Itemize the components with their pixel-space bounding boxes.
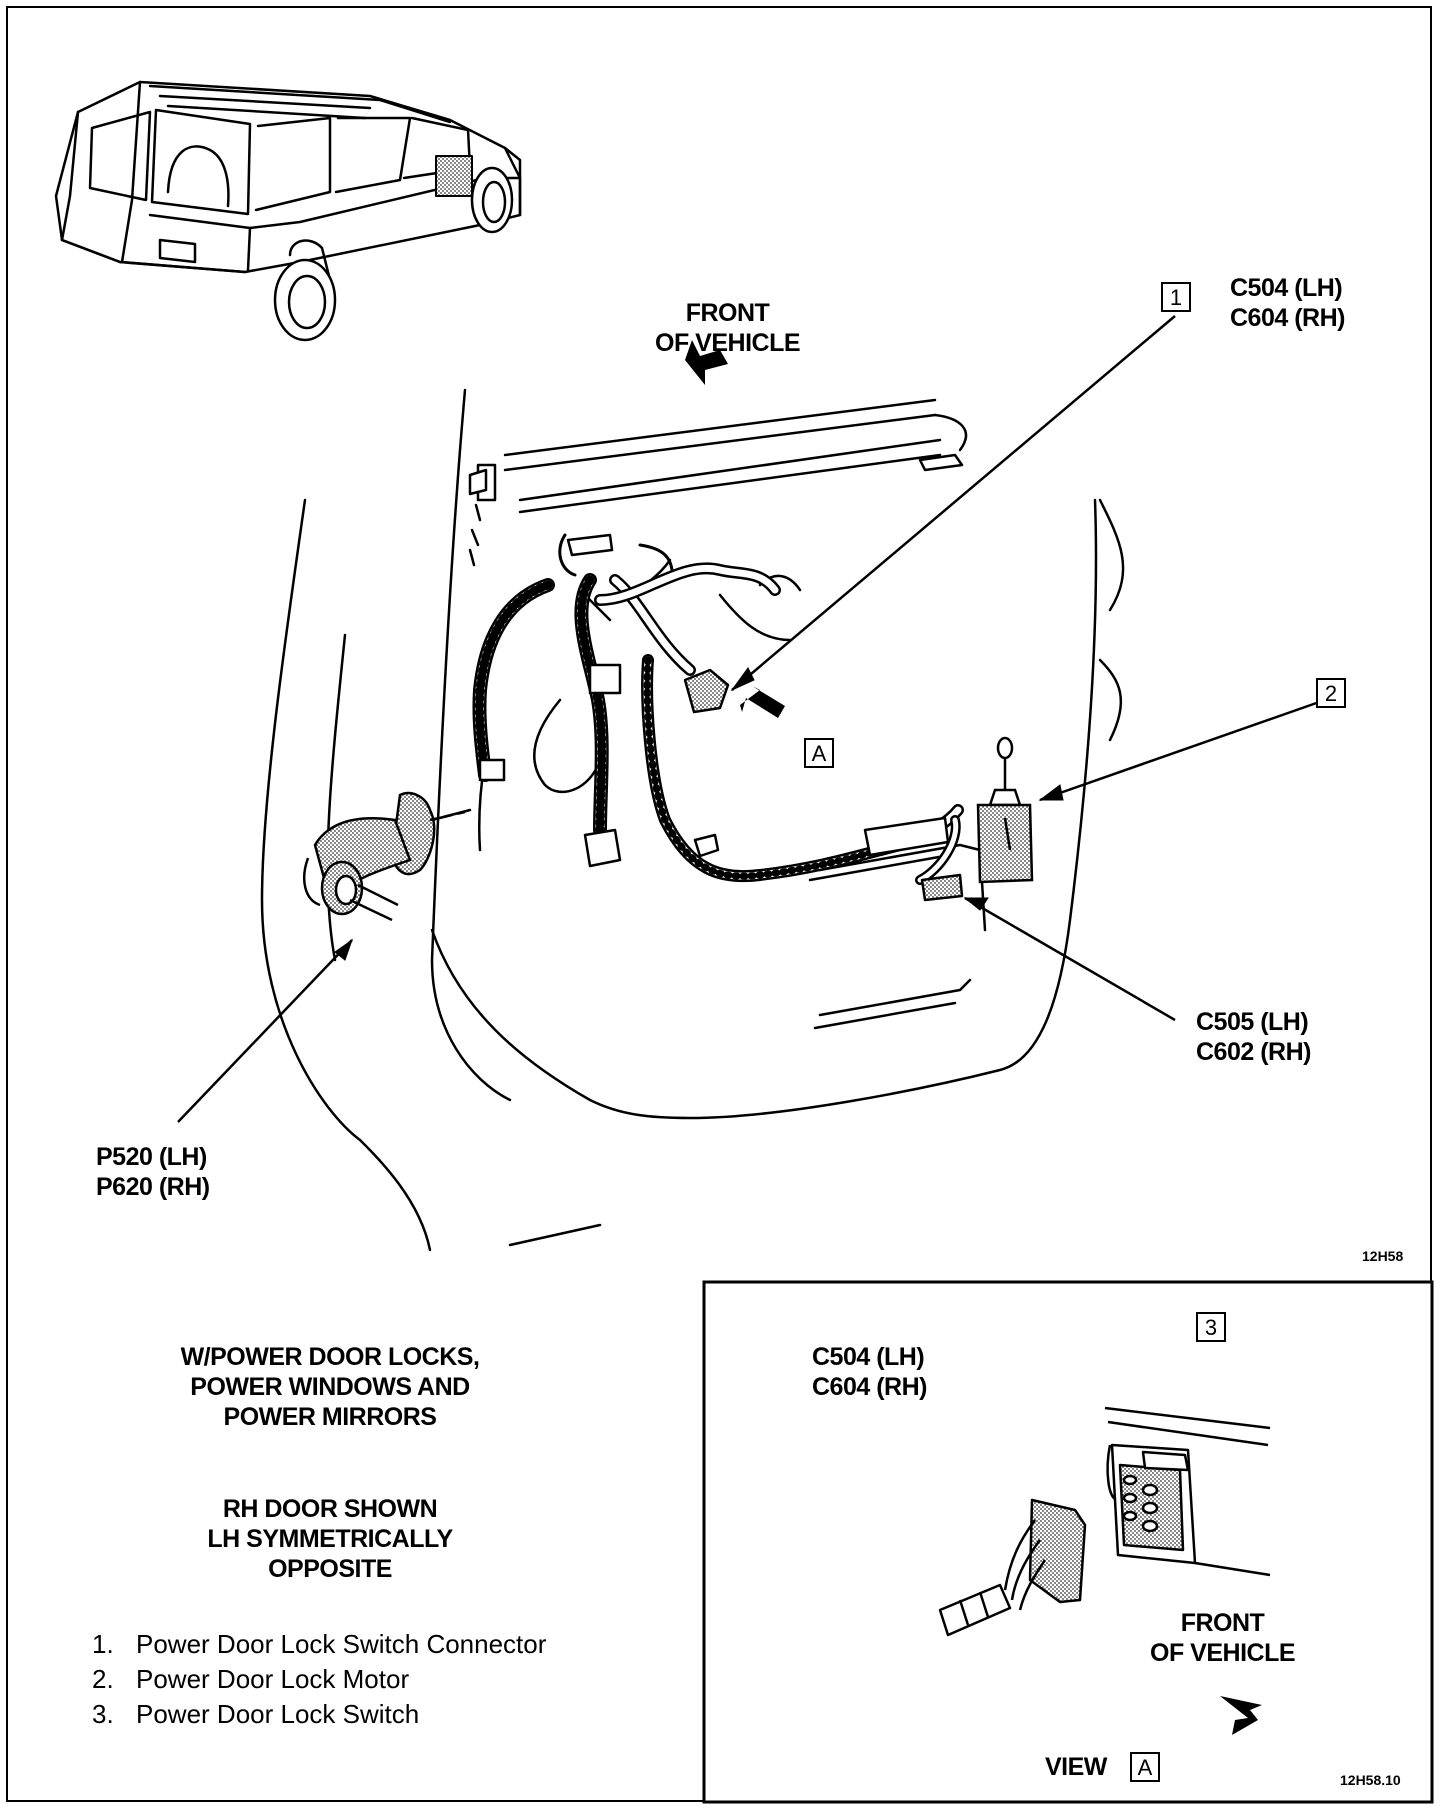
- equipment-line-1: W/POWER DOOR LOCKS,: [180, 1343, 480, 1371]
- lock-motor: [976, 736, 1034, 884]
- door-connectors: [478, 663, 964, 902]
- equipment-line-3: POWER MIRRORS: [223, 1403, 437, 1431]
- callout-1-label: C504 (LH) C604 (RH): [1230, 273, 1345, 333]
- legend-item: 2. Power Door Lock Motor: [92, 1662, 546, 1697]
- legend-num: 2.: [92, 1664, 114, 1694]
- inset-front-arrow-icon: [1220, 1696, 1262, 1735]
- door-outline: [260, 388, 1125, 1252]
- callout-1-line-1: C504 (LH): [1230, 274, 1343, 302]
- legend-text: Power Door Lock Switch: [136, 1699, 420, 1729]
- p520-label: P520 (LH) P620 (RH): [96, 1142, 210, 1202]
- legend-text: Power Door Lock Switch Connector: [136, 1629, 547, 1659]
- view-a-arrow-icon: [740, 686, 785, 718]
- callout-box-1: 1: [1161, 282, 1191, 312]
- inset-connector-illustration: [938, 1498, 1087, 1637]
- door-line-3: OPPOSITE: [268, 1555, 392, 1583]
- inset-switch-illustration: [1104, 1406, 1271, 1577]
- equipment-line-2: POWER WINDOWS AND: [190, 1373, 470, 1401]
- c505-label: C505 (LH) C602 (RH): [1196, 1007, 1311, 1067]
- inset-c504-label: C504 (LH) C604 (RH): [812, 1342, 927, 1402]
- front-of-vehicle-label: FRONT OF VEHICLE: [655, 298, 801, 358]
- inset-c504-line-2: C604 (RH): [812, 1373, 927, 1401]
- front-label-line-1: FRONT: [685, 299, 770, 327]
- inset-front-line-2: OF VEHICLE: [1150, 1639, 1296, 1667]
- legend-text: Power Door Lock Motor: [136, 1664, 410, 1694]
- inset-c504-line-1: C504 (LH): [812, 1343, 925, 1371]
- door-note: RH DOOR SHOWN LH SYMMETRICALLY OPPOSITE: [150, 1494, 510, 1584]
- inset-front-of-vehicle-label: FRONT OF VEHICLE: [1150, 1608, 1296, 1668]
- grommet: [303, 791, 436, 922]
- p520-line-2: P620 (RH): [96, 1173, 210, 1201]
- inset-front-line-1: FRONT: [1180, 1609, 1265, 1637]
- view-a-caption: VIEW: [1045, 1753, 1107, 1781]
- door-line-2: LH SYMMETRICALLY: [207, 1525, 453, 1553]
- callout-1-line-2: C604 (RH): [1230, 304, 1345, 332]
- door-line-1: RH DOOR SHOWN: [222, 1495, 438, 1523]
- equipment-note: W/POWER DOOR LOCKS, POWER WINDOWS AND PO…: [150, 1342, 510, 1432]
- legend-num: 1.: [92, 1629, 114, 1659]
- view-a-caption-box: A: [1130, 1752, 1160, 1782]
- callout-box-3: 3: [1196, 1312, 1226, 1342]
- figure-id-main: 12H58: [1362, 1248, 1404, 1264]
- callout-box-2: 2: [1316, 678, 1346, 708]
- view-a-marker-box: A: [804, 738, 834, 768]
- legend: 1. Power Door Lock Switch Connector 2. Pow…: [92, 1627, 546, 1732]
- legend-item: 1. Power Door Lock Switch Connector: [92, 1627, 546, 1662]
- figure-id-inset: 12H58.10: [1340, 1772, 1401, 1788]
- c505-line-2: C602 (RH): [1196, 1038, 1311, 1066]
- legend-item: 3. Power Door Lock Switch: [92, 1697, 546, 1732]
- front-arrow-icon: [685, 340, 728, 385]
- legend-num: 3.: [92, 1699, 114, 1729]
- front-label-line-2: OF VEHICLE: [655, 329, 801, 357]
- c505-line-1: C505 (LH): [1196, 1008, 1309, 1036]
- p520-line-1: P520 (LH): [96, 1143, 207, 1171]
- van-illustration: [54, 80, 522, 342]
